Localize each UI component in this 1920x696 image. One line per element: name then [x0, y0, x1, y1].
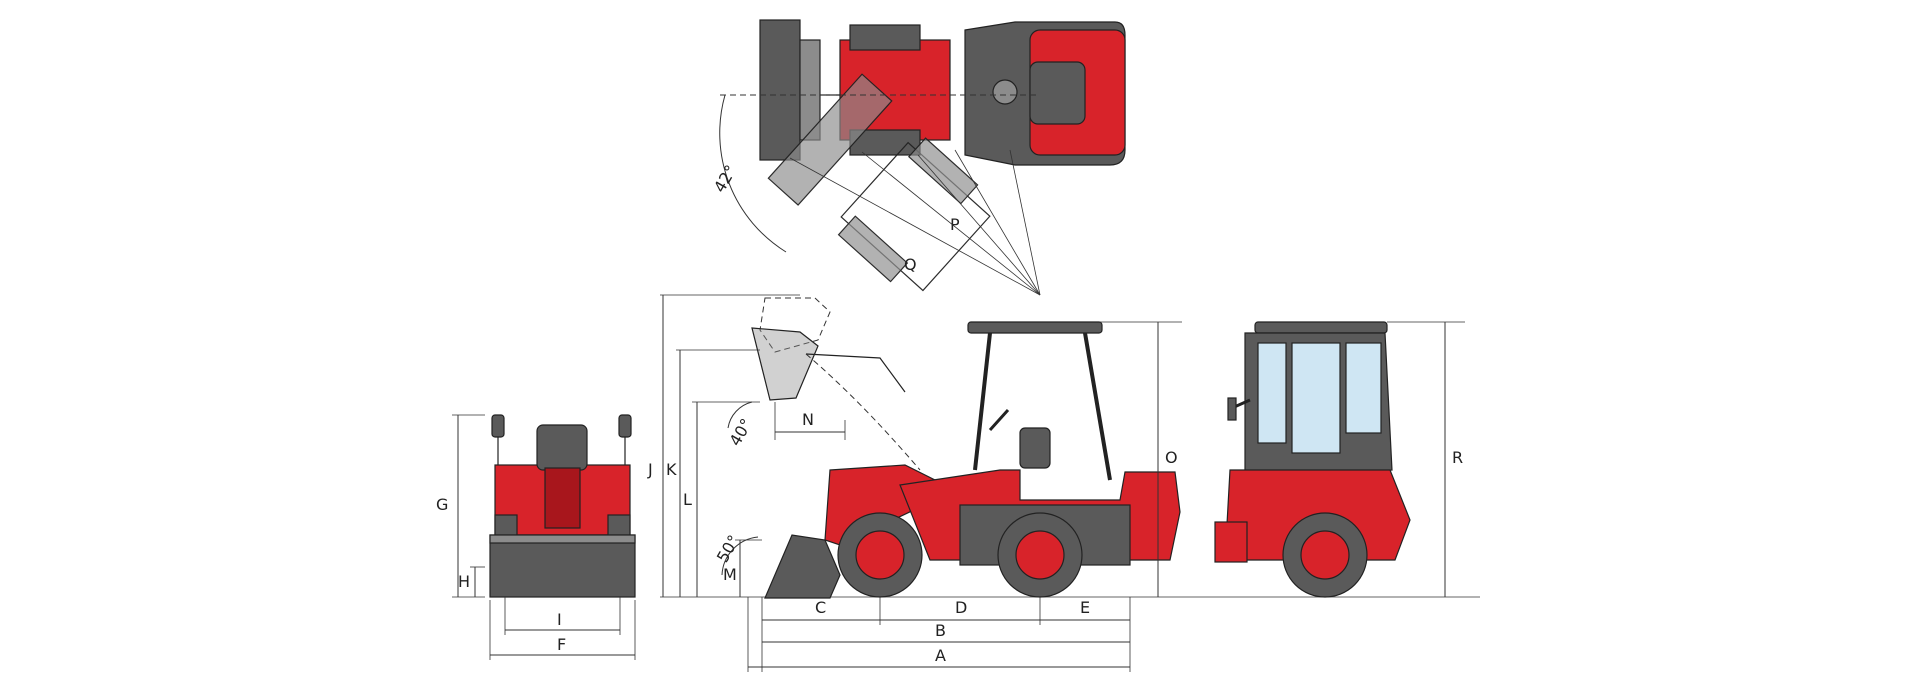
label-Q: Q [904, 255, 917, 274]
raised-bucket [751, 327, 819, 401]
label-G: G [436, 495, 448, 514]
label-H: H [458, 572, 470, 591]
side-seat [1019, 427, 1051, 469]
label-N: N [802, 410, 814, 429]
label-A: A [935, 646, 946, 665]
top-angle-label: 42° [710, 162, 741, 196]
label-B: B [935, 621, 946, 640]
top-seat [1029, 61, 1086, 125]
rollback-angle-label: 50° [713, 532, 744, 566]
label-L: L [683, 490, 692, 509]
label-D: D [955, 598, 967, 617]
cab-window-rear [1345, 342, 1382, 434]
label-K: K [666, 460, 677, 479]
top-bucket [759, 19, 801, 161]
raised-bucket-high [759, 297, 831, 353]
top-steering-wheel [992, 79, 1018, 105]
rops-roof [967, 321, 1103, 334]
label-C: C [815, 598, 826, 617]
top-turned-frame [767, 73, 991, 292]
cab-window-front [1257, 342, 1287, 444]
lowered-bucket [764, 534, 841, 599]
label-M: M [723, 565, 737, 584]
label-F: F [557, 635, 566, 654]
top-view: 42° P Q [710, 19, 1126, 296]
side-view: J K L M 40° 50° N C D E B A [647, 294, 1480, 672]
label-P: P [950, 215, 960, 234]
label-J: J [647, 460, 653, 479]
label-I: I [557, 610, 562, 629]
front-seat [536, 424, 588, 471]
cab-view: R [1214, 321, 1465, 598]
front-bucket [489, 534, 636, 598]
cab-door [1291, 342, 1341, 454]
label-O: O [1165, 448, 1178, 467]
front-view: G H I F [436, 414, 636, 660]
label-R: R [1452, 448, 1463, 467]
label-E: E [1080, 598, 1090, 617]
